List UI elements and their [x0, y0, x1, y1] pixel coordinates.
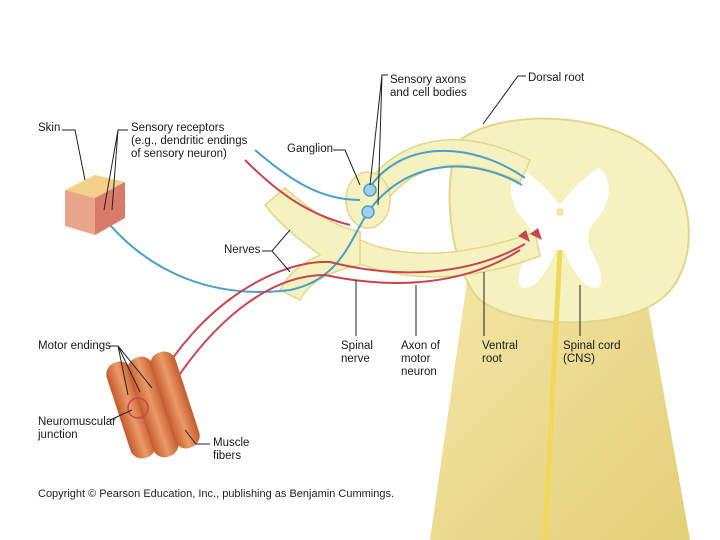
- label-axon-motor-neuron: Axon of motor neuron: [401, 340, 440, 378]
- spinal-cord: [430, 117, 690, 540]
- label-spinal-cord: Spinal cord (CNS): [563, 340, 621, 365]
- label-skin: Skin: [38, 122, 61, 134]
- skin-top: [65, 175, 125, 198]
- label-sensory-axons: Sensory axons and cell bodies: [390, 74, 467, 99]
- leader-sensory-axons: [369, 74, 388, 206]
- motor-axon-1: [149, 243, 526, 396]
- sensory-cell-body-1: [363, 183, 377, 197]
- label-nerves: Nerves: [224, 244, 261, 256]
- spinal-nerve: [263, 187, 361, 302]
- leader-nerves: [262, 229, 291, 273]
- sensory-axon-1: [109, 211, 369, 293]
- muscle-bundle: [106, 351, 200, 459]
- spinal-cord-column: [430, 260, 690, 540]
- label-muscle-fibers: Muscle fibers: [213, 437, 250, 462]
- label-ganglion: Ganglion: [287, 143, 334, 155]
- leader-dorsal-root: [482, 75, 526, 125]
- leader-skin: [62, 129, 86, 181]
- muscle-fiber-3: [150, 351, 200, 449]
- ventral-root: [354, 231, 541, 278]
- skin-side: [95, 182, 125, 235]
- motor-pathway: [149, 159, 526, 406]
- neuromuscular-junction-marker: [127, 397, 149, 419]
- motor-axon-2: [159, 249, 521, 406]
- dorsal-root: [349, 139, 531, 226]
- leader-nmj: [109, 409, 133, 421]
- label-motor-endings: Motor endings: [38, 340, 111, 352]
- ventral-fissure: [542, 249, 563, 540]
- leader-motor-endings: [108, 345, 153, 396]
- motor-fiber-top: [244, 159, 351, 226]
- central-canal: [556, 208, 564, 216]
- leader-ganglion: [333, 149, 361, 186]
- label-ventral-root: Ventral root: [482, 340, 518, 365]
- skin-block: [65, 175, 125, 235]
- label-neuromuscular-junction: Neuromuscular junction: [38, 416, 116, 441]
- leader-lines: [62, 74, 581, 445]
- motor-neuron-cell-bodies: [518, 228, 542, 242]
- muscle-fiber-2: [127, 356, 179, 458]
- label-dorsal-root: Dorsal root: [528, 72, 585, 84]
- skin-front: [65, 190, 95, 235]
- leader-receptors: [103, 129, 128, 211]
- leader-muscle: [184, 429, 210, 445]
- copyright-notice: Copyright © Pearson Education, Inc., pub…: [38, 488, 395, 500]
- sensory-fiber-top: [254, 149, 361, 201]
- sensory-cell-body-2: [361, 205, 375, 219]
- sensory-axon-2: [367, 149, 526, 191]
- label-spinal-nerve: Spinal nerve: [341, 340, 373, 365]
- sensory-axon-3: [367, 165, 523, 213]
- label-sensory-receptors: Sensory receptors (e.g., dendritic endin…: [131, 122, 248, 160]
